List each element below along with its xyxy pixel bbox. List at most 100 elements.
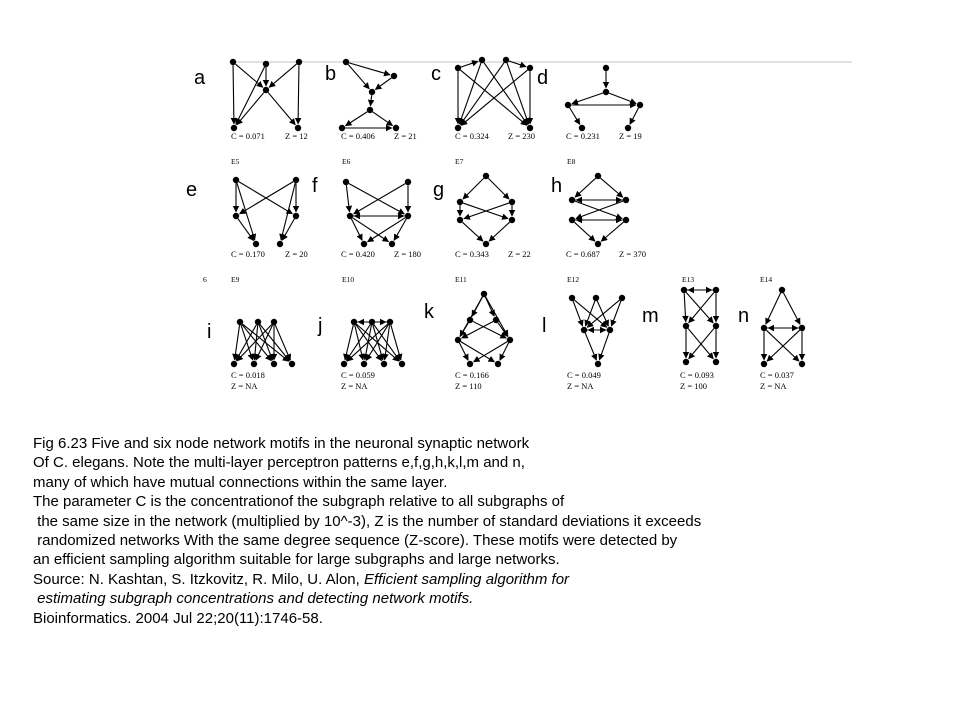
motif-letter-a: a bbox=[194, 67, 206, 89]
motif-edge bbox=[382, 325, 391, 361]
motif-node bbox=[262, 86, 270, 94]
motif-node bbox=[295, 58, 303, 66]
motif-node bbox=[454, 336, 462, 344]
motif-edge bbox=[459, 296, 483, 337]
svg-text:C = 0.170: C = 0.170 bbox=[231, 249, 265, 259]
edge-label-e12: E12 bbox=[567, 275, 579, 284]
motif-graph-n bbox=[760, 286, 806, 368]
svg-text:C = 0.231: C = 0.231 bbox=[566, 131, 600, 141]
motif-letter-b: b bbox=[325, 63, 336, 85]
motif-graph-k bbox=[454, 290, 514, 368]
motif-node bbox=[482, 172, 490, 180]
motif-edge bbox=[600, 221, 624, 242]
motif-node bbox=[682, 322, 690, 330]
motif-graph-g bbox=[456, 172, 516, 248]
motif-edge bbox=[584, 332, 598, 361]
svg-text:C = 0.059: C = 0.059 bbox=[341, 370, 375, 380]
caption-line-8: Source: N. Kashtan, S. Itzkovitz, R. Mil… bbox=[33, 570, 933, 589]
motif-edge bbox=[488, 221, 511, 242]
motif-letter-c: c bbox=[431, 63, 441, 85]
motif-edge bbox=[572, 300, 584, 327]
motif-node bbox=[508, 216, 516, 224]
source-title-part-2: estimating subgraph concentrations and d… bbox=[33, 590, 474, 608]
motif-edge bbox=[569, 107, 581, 125]
motif-node bbox=[798, 360, 806, 368]
motif-edge bbox=[235, 66, 266, 125]
motif-edge bbox=[483, 62, 529, 126]
motif-node bbox=[592, 294, 600, 302]
motif-node bbox=[760, 360, 768, 368]
motif-node bbox=[594, 172, 602, 180]
motif-edge bbox=[473, 341, 508, 363]
motif-stats-h: C = 0.687 Z = 370 bbox=[566, 249, 646, 259]
motif-graph-d bbox=[564, 64, 644, 132]
motif-edge bbox=[355, 324, 383, 362]
motif-stats-b: C = 0.406 Z = 21 bbox=[341, 131, 417, 141]
motif-node bbox=[636, 101, 644, 109]
motif-node bbox=[482, 240, 490, 248]
motif-edge bbox=[472, 320, 507, 339]
motif-node bbox=[368, 318, 376, 326]
motif-edge bbox=[236, 182, 257, 241]
motif-letter-m: m bbox=[642, 305, 659, 327]
caption-line-1: Fig 6.23 Five and six node network motif… bbox=[33, 435, 530, 452]
motif-node bbox=[466, 316, 474, 324]
motif-node bbox=[390, 72, 398, 80]
motif-edge bbox=[629, 107, 640, 125]
motif-edge bbox=[230, 65, 238, 125]
motif-edge bbox=[348, 62, 391, 77]
motif-node bbox=[254, 318, 262, 326]
motif-node bbox=[618, 294, 626, 302]
motif-node bbox=[276, 240, 284, 248]
motif-stats-m: C = 0.093 Z = 100 bbox=[680, 370, 714, 391]
motif-node bbox=[360, 240, 368, 248]
motif-edge bbox=[374, 77, 392, 90]
motif-node bbox=[292, 176, 300, 184]
source-title-part-1: Efficient sampling algorithm for bbox=[363, 570, 570, 588]
motif-edge bbox=[600, 177, 624, 198]
motif-graph-i bbox=[230, 318, 296, 368]
motif-letter-d: d bbox=[537, 67, 548, 89]
motif-edge bbox=[765, 292, 782, 325]
motif-edge bbox=[608, 92, 637, 105]
motif-edge bbox=[372, 111, 394, 127]
motif-edge bbox=[573, 221, 596, 242]
motif-figure: a b c d e f g h i j k l m n C = 0.071 Z … bbox=[186, 56, 852, 391]
motif-node bbox=[230, 124, 238, 132]
motif-node bbox=[622, 216, 630, 224]
motif-stats-n: C = 0.037 Z = NA bbox=[760, 370, 794, 391]
motif-edge bbox=[487, 177, 510, 200]
motif-node bbox=[712, 322, 720, 330]
motif-node bbox=[230, 360, 238, 368]
caption-line-10: Bioinformatics. 2004 Jul 22;20(11):1746-… bbox=[33, 609, 323, 627]
motif-stats-j: C = 0.059 Z = NA bbox=[341, 370, 375, 391]
svg-text:Z = NA: Z = NA bbox=[231, 381, 258, 391]
motif-node bbox=[456, 216, 464, 224]
motif-edge bbox=[506, 62, 530, 125]
edge-label-e13: E13 bbox=[682, 275, 694, 284]
edge-label-e14: E14 bbox=[760, 275, 772, 284]
motif-graph-b bbox=[338, 58, 400, 132]
motif-edge bbox=[484, 296, 495, 317]
motif-letter-g: g bbox=[433, 179, 444, 201]
svg-text:C = 0.324: C = 0.324 bbox=[455, 131, 490, 141]
edge-label-e9: E9 bbox=[231, 275, 240, 284]
motif-edge bbox=[574, 299, 608, 328]
motif-node bbox=[368, 88, 376, 96]
motif-node bbox=[340, 360, 348, 368]
motif-edge bbox=[350, 218, 363, 241]
motif-edge bbox=[232, 325, 241, 361]
motif-edge bbox=[688, 292, 715, 324]
svg-text:C = 0.049: C = 0.049 bbox=[567, 370, 601, 380]
motif-edge bbox=[367, 95, 375, 107]
motif-stats-e: C = 0.170 Z = 20 bbox=[231, 249, 308, 259]
motif-stats-c: C = 0.324 Z = 230 bbox=[455, 131, 535, 141]
motif-node bbox=[292, 212, 300, 220]
motif-node bbox=[594, 240, 602, 248]
motif-edge bbox=[239, 181, 294, 215]
motif-edge bbox=[682, 293, 689, 323]
edge-label-e7: E7 bbox=[455, 157, 464, 166]
motif-node bbox=[229, 58, 237, 66]
motif-node bbox=[778, 286, 786, 294]
motif-edge bbox=[345, 185, 353, 213]
